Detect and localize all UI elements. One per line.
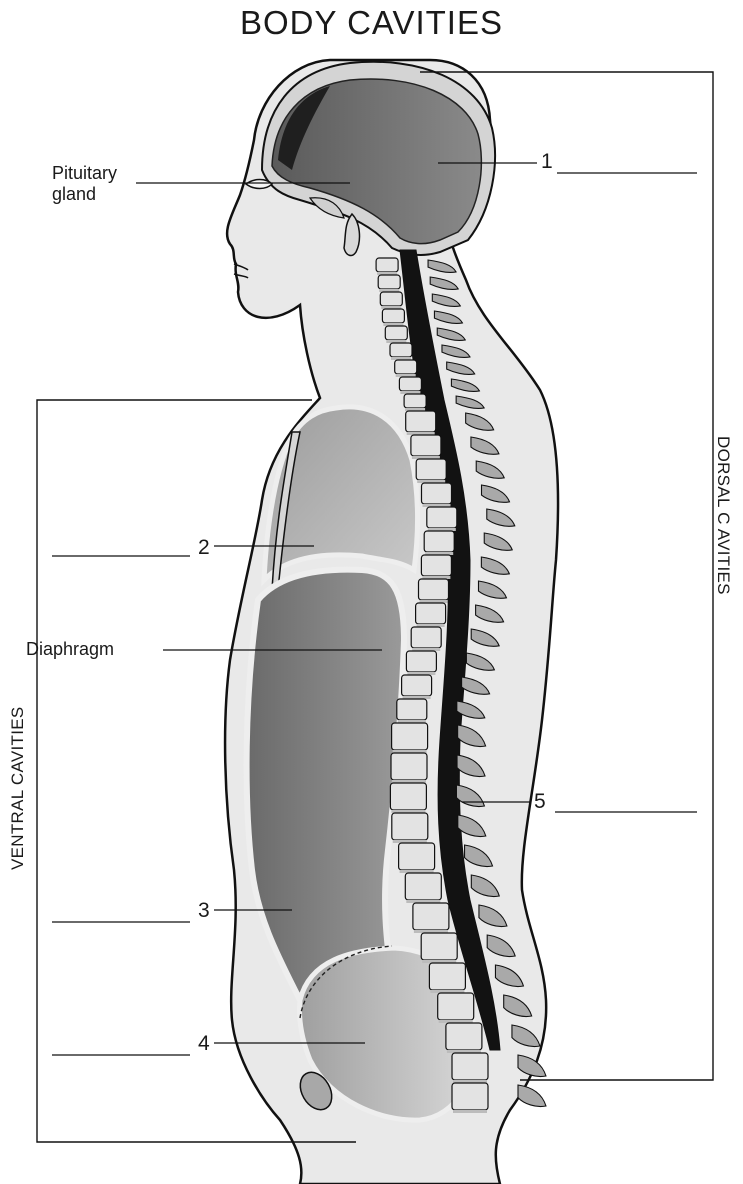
label-pituitary-gland: Pituitary gland [52,163,117,205]
intervertebral-disc [453,1110,487,1113]
vertebra [446,1023,482,1050]
vertebra [406,411,436,432]
spinous-process [518,1085,546,1107]
vertebra [399,843,435,870]
vertebra [382,309,404,323]
vertebra [416,603,446,624]
vertebra [399,377,421,391]
vertebra [376,258,398,272]
diagram-title: BODY CAVITIES [0,4,743,42]
vertebra [421,933,457,960]
vertebra [390,343,412,357]
label-number-1: 1 [541,150,553,174]
vertebra [378,275,400,289]
label-number-2: 2 [198,536,210,560]
label-diaphragm: Diaphragm [26,639,114,660]
vertebra [413,903,449,930]
vertebra [452,1053,488,1080]
vertebra [385,326,407,340]
vertebra [421,555,451,576]
vertebra [405,873,441,900]
vertebra [438,993,474,1020]
vertebra [392,813,428,840]
ventral-cavities-label: VENTRAL CAVITIES [8,706,28,870]
vertebra [422,483,452,504]
vertebra [411,627,441,648]
label-pituitary-line-2: gland [52,184,117,205]
vertebra [416,459,446,480]
vertebra [419,579,449,600]
eye [246,180,272,189]
vertebra [392,723,428,750]
vertebra [411,435,441,456]
label-number-3: 3 [198,899,210,923]
vertebra [391,753,427,780]
vertebra [427,507,457,528]
label-number-4: 4 [198,1032,210,1056]
vertebra [406,651,436,672]
vertebra [380,292,402,306]
dorsal-cavities-label: DORSAL C AVITIES [713,436,733,595]
vertebra [429,963,465,990]
vertebra [397,699,427,720]
abdominal-cavity [247,570,404,1000]
label-number-5: 5 [534,790,546,814]
vertebra [395,360,417,374]
vertebra [452,1083,488,1110]
vertebra [404,394,426,408]
vertebra [390,783,426,810]
vertebra [424,531,454,552]
vertebra [402,675,432,696]
label-pituitary-line-1: Pituitary [52,163,117,184]
